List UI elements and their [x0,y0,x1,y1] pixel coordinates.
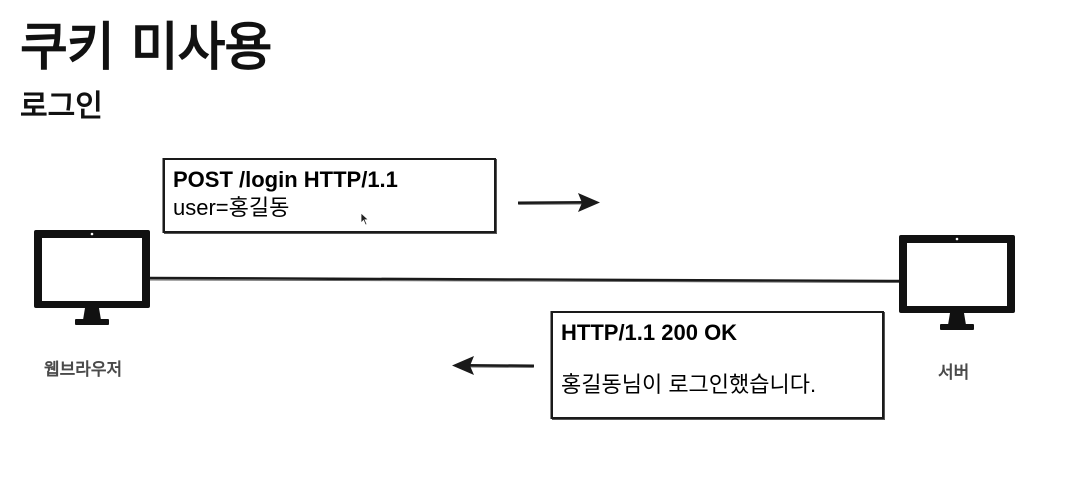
response-body: 홍길동님이 로그인했습니다. [561,371,817,397]
response-status-line: HTTP/1.1 200 OK [561,320,738,345]
response-spacer [561,347,874,371]
server-computer [898,234,1018,336]
client-label: 웹브라우저 [44,360,123,380]
slide-subtitle: 로그인 [20,89,103,124]
mouse-cursor-icon [360,212,370,226]
monitor-icon [899,235,1015,330]
request-line: POST /login HTTP/1.1 [173,167,398,192]
response-message-box: HTTP/1.1 200 OK 홍길동님이 로그인했습니다. [551,311,884,419]
request-message-box: POST /login HTTP/1.1 user=홍길동 [163,158,496,233]
arrow-right-icon [517,193,600,212]
request-body: user=홍길동 [173,194,290,220]
monitor-icon [34,230,150,325]
slide-title: 쿠키 미사용 [20,18,272,78]
client-computer [33,229,153,331]
arrow-left-icon [452,356,535,375]
server-label: 서버 [938,363,970,383]
